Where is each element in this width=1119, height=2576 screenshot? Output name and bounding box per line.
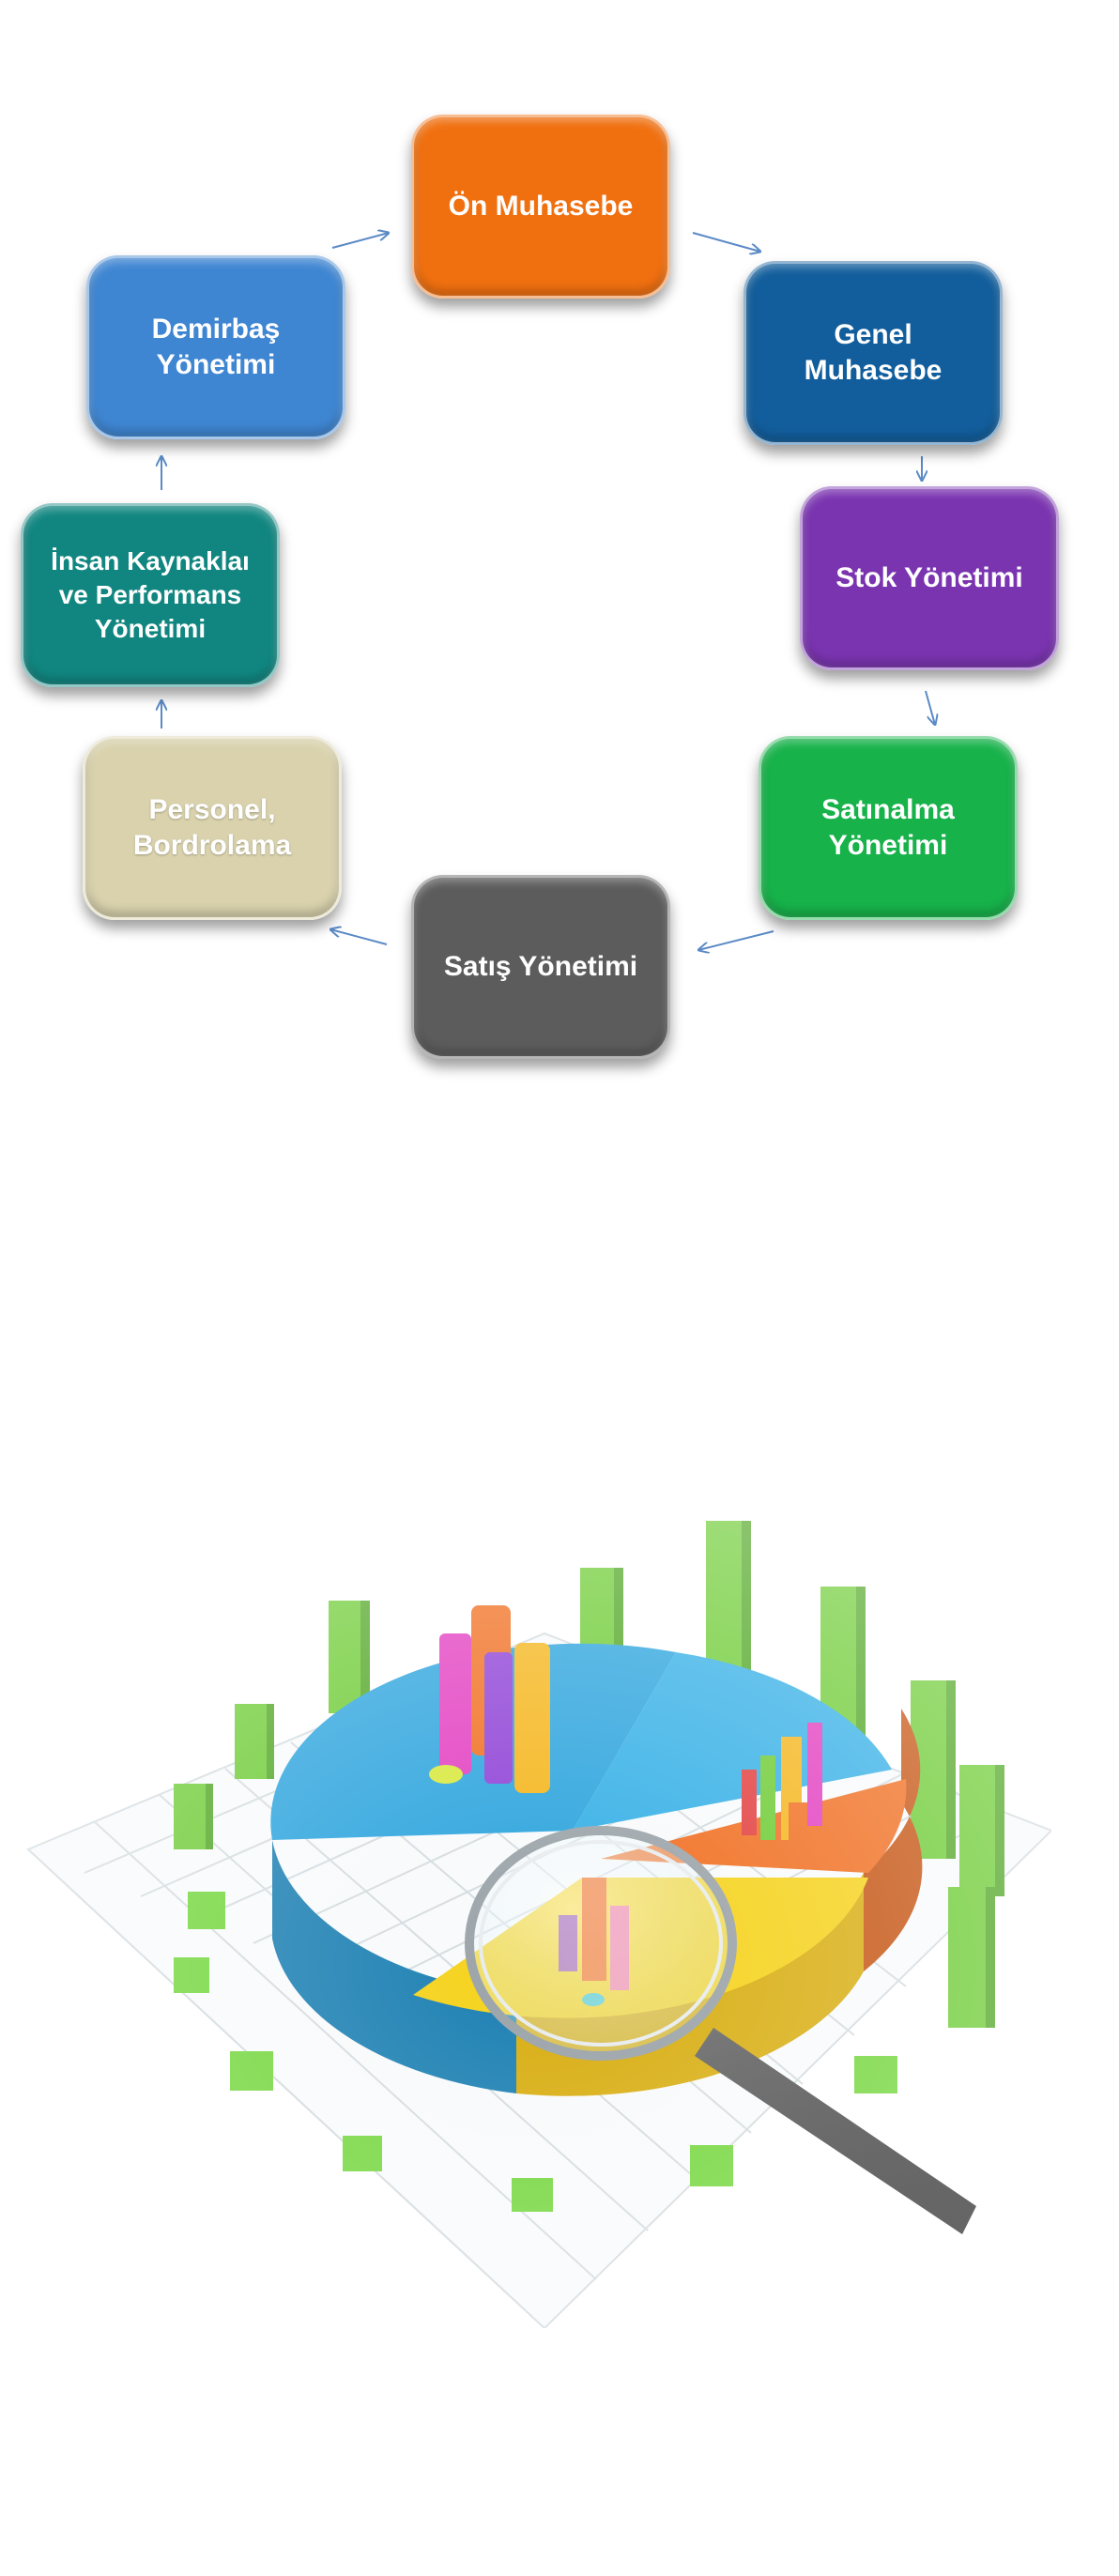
pie-chart-magnifier-illustration bbox=[19, 1521, 1051, 2328]
step-insan-kaynaklari: İnsan Kaynaklaı ve Performans Yönetimi bbox=[21, 503, 280, 687]
cycle-arrows bbox=[0, 0, 1119, 1127]
arrow-4 bbox=[698, 930, 774, 950]
arrow-5 bbox=[330, 929, 388, 945]
step-genel-muhasebe: Genel Muhasebe bbox=[743, 261, 1003, 445]
cycle-diagram: Ön Muhasebe Genel Muhasebe Stok Yönetimi… bbox=[0, 0, 1119, 1127]
step-satinalma-yonetimi: Satınalma Yönetimi bbox=[759, 736, 1018, 920]
arrow-3 bbox=[925, 690, 935, 725]
step-on-muhasebe: Ön Muhasebe bbox=[411, 115, 670, 299]
step-satis-yonetimi: Satış Yönetimi bbox=[411, 875, 670, 1059]
step-demirbas-yonetimi: Demirbaş Yönetimi bbox=[86, 255, 345, 439]
step-personel-bordrolama: Personel, Bordrolama bbox=[83, 736, 342, 920]
arrow-8 bbox=[331, 233, 389, 249]
arrow-1 bbox=[692, 232, 760, 252]
step-stok-yonetimi: Stok Yönetimi bbox=[800, 486, 1059, 670]
